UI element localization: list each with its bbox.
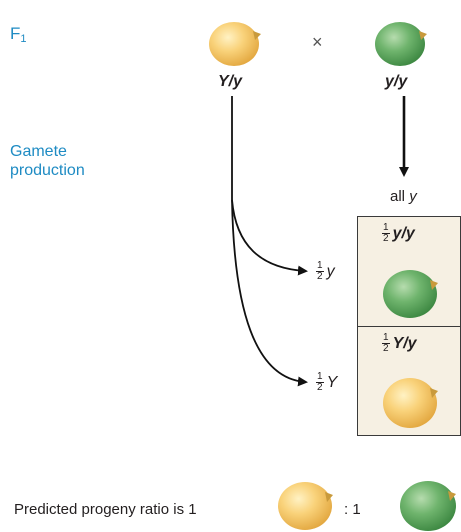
generation-label: F1	[10, 24, 27, 45]
yellow-pea-ratio	[278, 482, 333, 530]
all-y-label: all y	[390, 188, 417, 205]
green-pea-parent	[375, 22, 427, 66]
gamete-production-label: Gamete production	[10, 143, 85, 179]
green-pea-progeny	[383, 270, 438, 318]
curve-to-small-y	[231, 199, 308, 276]
yellow-pea-progeny	[383, 378, 438, 428]
green-pea-ratio	[400, 481, 456, 531]
yellow-pea-parent	[209, 22, 261, 66]
parent2-genotype: y/y	[385, 73, 408, 90]
progeny-ratio-text: Predicted progeny ratio is 1	[14, 501, 197, 518]
cross-symbol: ×	[312, 32, 323, 52]
parent1-genotype: Y/y	[218, 73, 243, 90]
curve-to-big-Y	[231, 199, 308, 387]
ratio-separator: : 1	[344, 501, 361, 518]
